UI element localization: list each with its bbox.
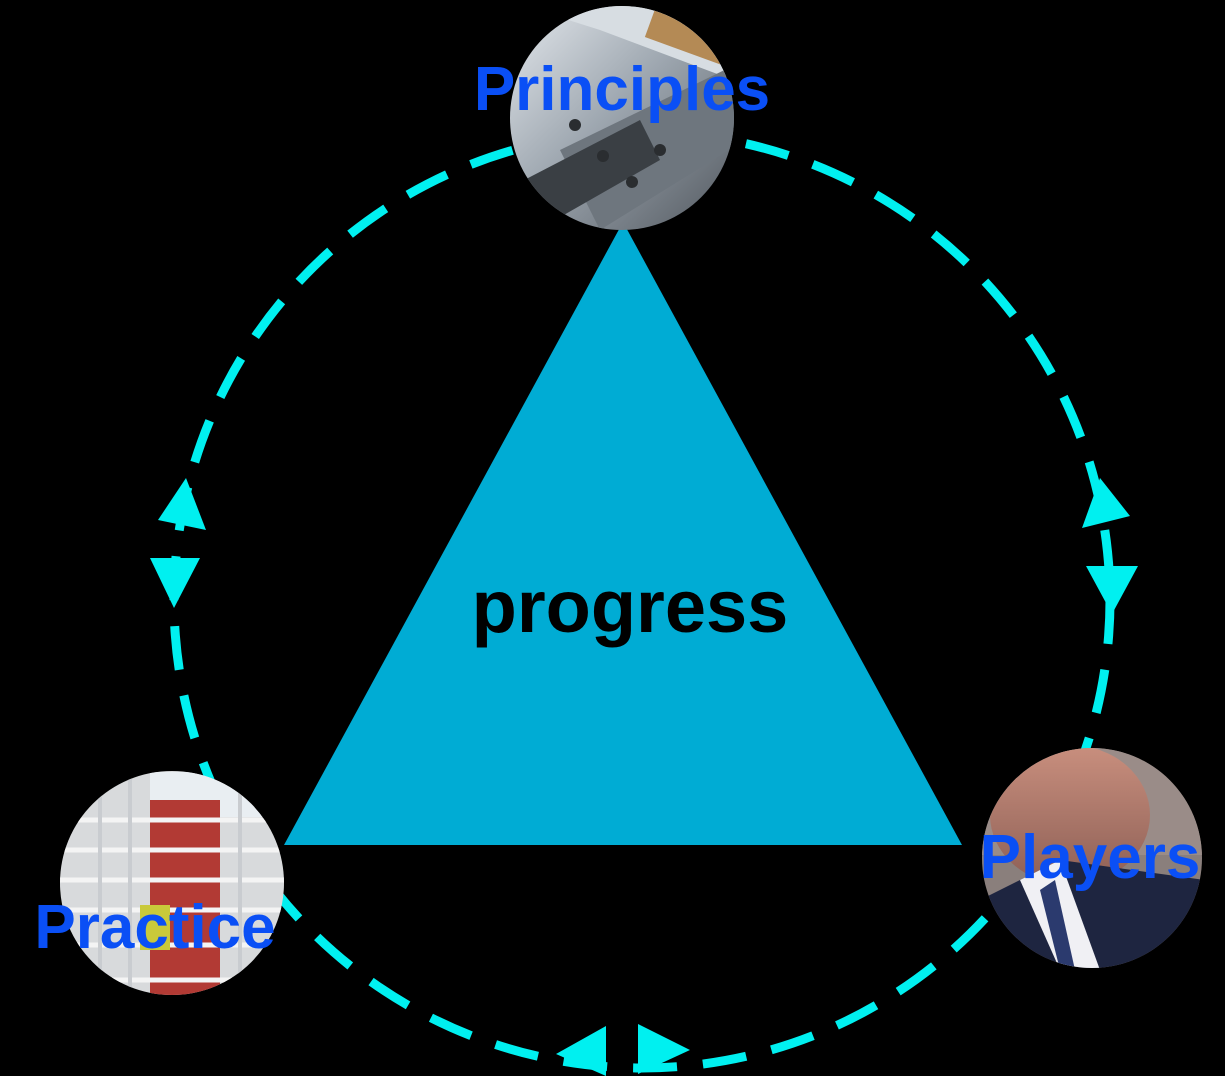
arrow-left-lower-icon bbox=[150, 558, 200, 608]
arrow-right-lower-icon bbox=[1086, 566, 1138, 614]
practice-node: Practice bbox=[34, 771, 284, 995]
practice-label: Practice bbox=[34, 893, 275, 962]
players-node: Players bbox=[980, 748, 1202, 968]
arrow-right-upper-icon bbox=[1082, 478, 1130, 528]
players-photo bbox=[982, 748, 1202, 968]
arrow-bottom-right-icon bbox=[638, 1024, 690, 1074]
practice-photo bbox=[60, 771, 284, 995]
arrow-left-upper-icon bbox=[158, 478, 206, 530]
progress-label: progress bbox=[472, 565, 789, 648]
players-label: Players bbox=[980, 823, 1201, 892]
principles-node: Principles bbox=[474, 6, 770, 230]
principles-label: Principles bbox=[474, 55, 770, 124]
cycle-arrows bbox=[150, 478, 1138, 1076]
arrow-bottom-left-icon bbox=[556, 1026, 606, 1076]
progress-triangle bbox=[284, 222, 962, 845]
